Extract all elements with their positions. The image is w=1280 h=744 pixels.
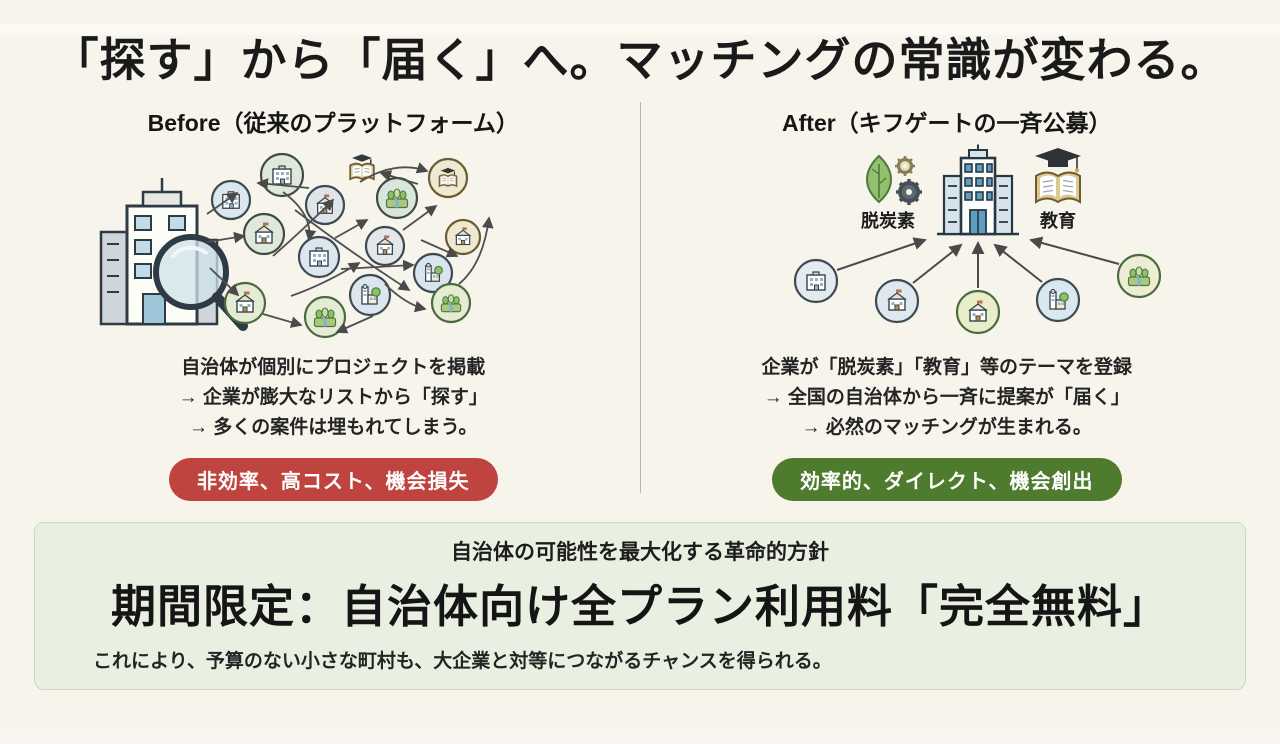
company-building-icon <box>936 144 1019 236</box>
company-search-icon <box>100 178 249 331</box>
municipality-circles-scattered <box>211 152 482 339</box>
decarbonization-label: 脱炭素 <box>861 210 915 231</box>
before-badge: 非効率、高コスト、機会損失 <box>168 458 498 501</box>
education-label: 教育 <box>1040 210 1076 231</box>
panel-divider <box>639 102 641 493</box>
after-description-line: 企業が「脱炭素」「教育」等のテーマを登録 <box>761 357 1132 378</box>
after-header: After（キフゲートの一斉公募） <box>782 110 1112 136</box>
chaos-arrows <box>206 162 494 334</box>
gear-icon-large <box>895 179 922 205</box>
free-plan-callout: 自治体の可能性を最大化する革命的方針 期間限定：自治体向け全プラン利用料「完全無… <box>34 522 1246 690</box>
before-description: 自治体が個別にプロジェクトを掲載 → 企業が膨大なリストから「探す」 → 多くの… <box>179 353 488 443</box>
after-description-line: → 必然のマッチングが生まれる。 <box>801 417 1092 438</box>
municipality-circles-row <box>793 253 1161 335</box>
callout-headline: 期間限定：自治体向け全プラン利用料「完全無料」 <box>110 580 1169 633</box>
before-panel: Before（従来のプラットフォーム） <box>27 96 640 501</box>
decarbonization-theme-icon: 脱炭素 <box>861 154 922 231</box>
before-description-line: → 企業が膨大なリストから「探す」 <box>178 387 488 408</box>
before-after-comparison: Before（従来のプラットフォーム） <box>27 96 1253 501</box>
bottom-margin-band <box>0 722 1280 744</box>
leaf-icon <box>865 154 892 204</box>
gear-icon-small <box>894 156 915 176</box>
after-description-line: → 全国の自治体から一斉に提案が「届く」 <box>763 387 1130 408</box>
after-panel: After（キフゲートの一斉公募） <box>641 96 1254 501</box>
top-margin-band <box>0 24 1280 35</box>
callout-note: これにより、予算のない小さな町村も、大企業と対等につながるチャンスを得られる。 <box>93 651 832 672</box>
before-header: Before（従来のプラットフォーム） <box>147 110 519 136</box>
page-title: 「探す」から「届く」へ。マッチングの常識が変わる。 <box>52 33 1228 87</box>
before-chaos-diagram <box>100 152 494 339</box>
callout-subtitle: 自治体の可能性を最大化する革命的方針 <box>451 541 829 564</box>
before-description-line: 自治体が個別にプロジェクトを掲載 <box>181 357 486 378</box>
after-description: 企業が「脱炭素」「教育」等のテーマを登録 → 全国の自治体から一斉に提案が「届く… <box>761 353 1132 443</box>
education-theme-icon: 教育 <box>1034 148 1081 231</box>
after-badge: 効率的、ダイレクト、機会創出 <box>771 458 1122 501</box>
before-description-line: → 多くの案件は埋もれてしまう。 <box>188 417 478 438</box>
converging-arrows <box>836 236 1120 288</box>
after-direct-diagram: 脱炭素 <box>793 144 1161 335</box>
